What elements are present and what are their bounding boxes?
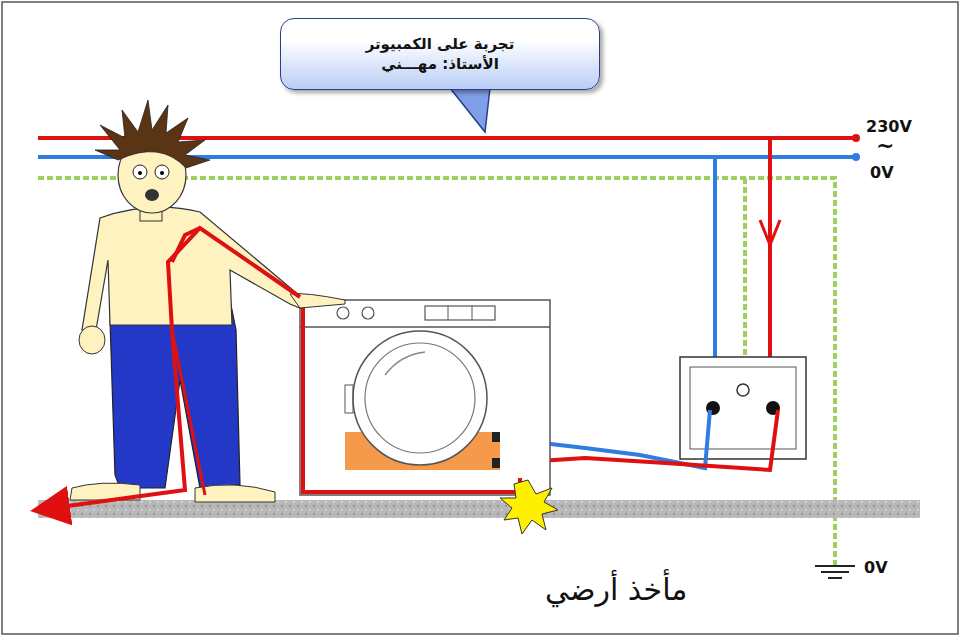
bubble-text: تجربة على الكمبيوتر — [299, 34, 581, 54]
voltage-label: 0V — [870, 163, 894, 182]
voltage-label: 0V — [864, 558, 888, 577]
person — [70, 100, 345, 502]
speech-bubble: تجربة على الكمبيوترالأستاذ: مهـــني — [280, 18, 600, 90]
bubble-text: الأستاذ: مهـــني — [299, 54, 581, 74]
ac-symbol: ~ — [876, 133, 894, 158]
caption-text: مأخذ أرضي — [545, 572, 687, 607]
